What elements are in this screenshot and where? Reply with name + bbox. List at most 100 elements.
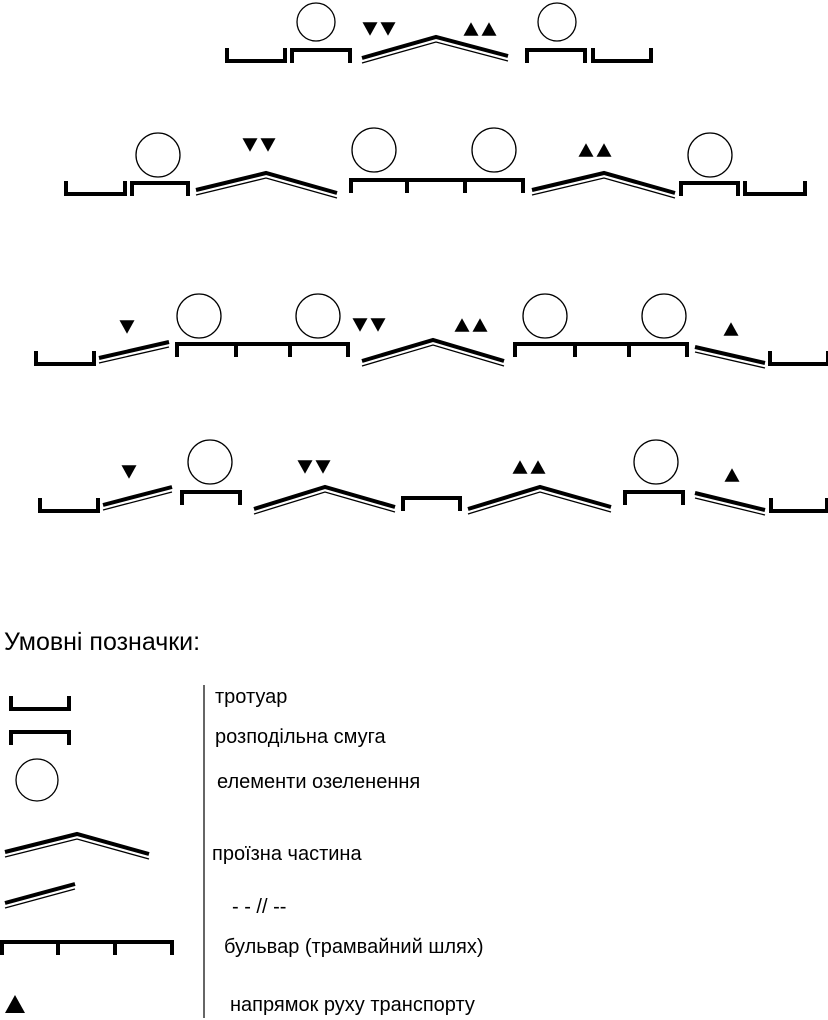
direction-arrow-up bbox=[723, 322, 739, 336]
sidewalk bbox=[591, 48, 653, 63]
tree-circle bbox=[522, 293, 568, 339]
tree-circle bbox=[187, 439, 233, 485]
divider-strip bbox=[623, 490, 685, 505]
cross-section-row-2 bbox=[64, 127, 807, 199]
direction-arrow-up bbox=[724, 468, 740, 482]
direction-arrow-down bbox=[370, 318, 386, 332]
sidewalk-outline bbox=[768, 351, 828, 366]
direction-arrow-up bbox=[481, 22, 497, 36]
direction-arrow-up bbox=[472, 318, 488, 332]
direction-arrow-down bbox=[352, 318, 368, 332]
roadway-thin-line bbox=[102, 491, 173, 511]
tree-circle bbox=[537, 2, 577, 42]
direction-arrow-up bbox=[596, 143, 612, 157]
tree-circle bbox=[296, 2, 336, 42]
roadway-thick-line bbox=[98, 340, 170, 360]
roadway-thick-line bbox=[467, 484, 612, 511]
roadway-crown-symbol bbox=[4, 831, 150, 860]
direction-arrow-down bbox=[315, 460, 331, 474]
tree-circle bbox=[687, 132, 733, 178]
direction-arrow-down bbox=[242, 138, 258, 152]
divider-strip-outline bbox=[180, 490, 242, 505]
tree-circle bbox=[641, 293, 687, 339]
divider-strip bbox=[401, 496, 462, 511]
tree-circle bbox=[471, 127, 517, 173]
divider-strip bbox=[180, 490, 242, 505]
direction-arrow-up bbox=[463, 22, 479, 36]
divider-strip-symbol bbox=[9, 730, 71, 745]
roadway-crown bbox=[4, 831, 150, 860]
divider-strip bbox=[130, 181, 190, 196]
roadway-thin-line bbox=[361, 41, 509, 64]
roadway-thin-line bbox=[694, 497, 766, 516]
legend-label-roadway-repeat: - - // -- bbox=[232, 896, 287, 918]
sidewalk-outline bbox=[38, 498, 100, 513]
cross-section-row-1 bbox=[225, 2, 653, 64]
roadway-thick-line bbox=[4, 882, 76, 905]
direction-arrow-up bbox=[5, 995, 25, 1013]
divider-strip-outline bbox=[130, 181, 190, 196]
roadway-crown bbox=[531, 170, 676, 199]
roadway-thin-line bbox=[98, 346, 170, 364]
legend-label-greenery: елементи озеленення bbox=[217, 771, 421, 793]
legend-label-roadway: проїзна частина bbox=[212, 843, 362, 865]
boulevard bbox=[0, 940, 174, 955]
sidewalk bbox=[769, 498, 828, 513]
legend-label-sidewalk: тротуар bbox=[215, 686, 288, 708]
boulevard bbox=[175, 342, 350, 357]
cross-section-row-3 bbox=[34, 293, 828, 369]
tree-circle bbox=[295, 293, 341, 339]
sidewalk bbox=[64, 181, 127, 196]
roadway-crown bbox=[467, 484, 612, 515]
roadway-thick-line bbox=[195, 170, 338, 195]
tree-circle bbox=[135, 132, 181, 178]
roadway-slope bbox=[694, 345, 766, 369]
roadway-slope bbox=[694, 491, 766, 516]
sidewalk-outline bbox=[34, 351, 96, 366]
roadway-thick-line bbox=[361, 34, 509, 60]
divider-strip-outline bbox=[623, 490, 685, 505]
roadway-crown bbox=[361, 337, 505, 367]
boulevard-outline bbox=[175, 342, 350, 357]
divider-strip-outline bbox=[525, 48, 587, 63]
roadway-thick-line bbox=[531, 170, 676, 195]
sidewalk bbox=[743, 181, 807, 196]
boulevard bbox=[349, 178, 525, 193]
divider-strip-outline bbox=[290, 48, 352, 63]
tree-circle bbox=[176, 293, 222, 339]
roadway-thin-line bbox=[4, 888, 76, 909]
direction-arrow-up bbox=[578, 143, 594, 157]
legend-label-direction: напрямок руху транспорту bbox=[230, 994, 475, 1016]
cross-section-row-4 bbox=[38, 439, 828, 516]
tree-circle-symbol bbox=[15, 758, 59, 802]
roadway-crown bbox=[253, 484, 396, 515]
direction-arrow-up bbox=[454, 318, 470, 332]
sidewalk-symbol bbox=[9, 696, 71, 711]
roadway-slope bbox=[98, 340, 170, 364]
divider-strip bbox=[679, 181, 740, 196]
divider-strip bbox=[525, 48, 587, 63]
cross-section-rows bbox=[34, 2, 828, 516]
roadway-slope bbox=[102, 485, 173, 511]
sidewalk-outline bbox=[591, 48, 653, 63]
tree-circle bbox=[351, 127, 397, 173]
direction-arrow-down bbox=[362, 22, 378, 36]
legend-title: Умовні позначки: bbox=[4, 628, 201, 656]
roadway-thin-line bbox=[4, 838, 150, 860]
sidewalk-outline bbox=[769, 498, 828, 513]
sidewalk-outline bbox=[743, 181, 807, 196]
sidewalk-outline bbox=[9, 696, 71, 711]
direction-arrow-symbol bbox=[5, 995, 25, 1013]
roadway-crown bbox=[361, 34, 509, 64]
roadway-thin-line bbox=[361, 344, 505, 367]
sidewalk-outline bbox=[64, 181, 127, 196]
roadway-thick-line bbox=[694, 345, 766, 365]
direction-arrow-up bbox=[512, 460, 528, 474]
roadway-thin-line bbox=[694, 351, 766, 369]
divider-strip-outline bbox=[9, 730, 71, 745]
boulevard-outline bbox=[513, 342, 689, 357]
direction-arrow-up bbox=[530, 460, 546, 474]
sidewalk bbox=[34, 351, 96, 366]
divider-strip-outline bbox=[401, 496, 462, 511]
roadway-slope-symbol bbox=[4, 882, 76, 909]
